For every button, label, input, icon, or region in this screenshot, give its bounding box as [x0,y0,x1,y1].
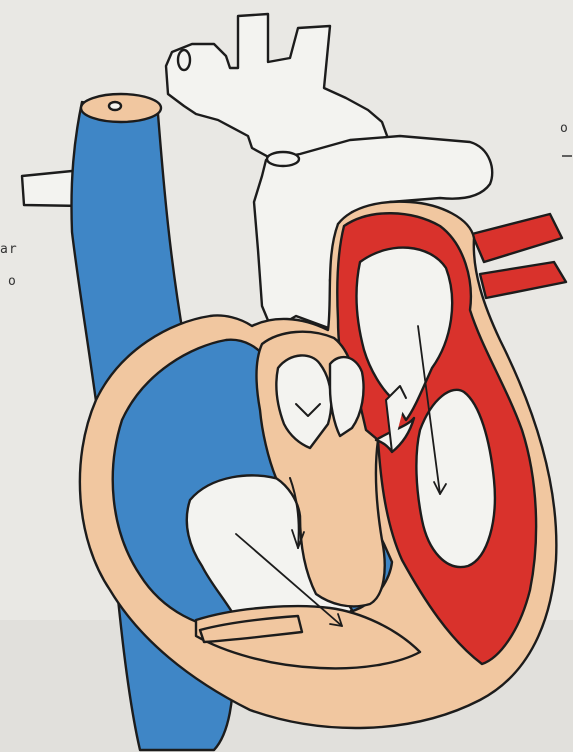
margin-fragment-right-top: o [560,121,569,136]
artery-opening [178,50,190,70]
margin-fragment-left-top: ar [0,242,18,257]
margin-fragment-left-bottom: o [8,274,17,289]
